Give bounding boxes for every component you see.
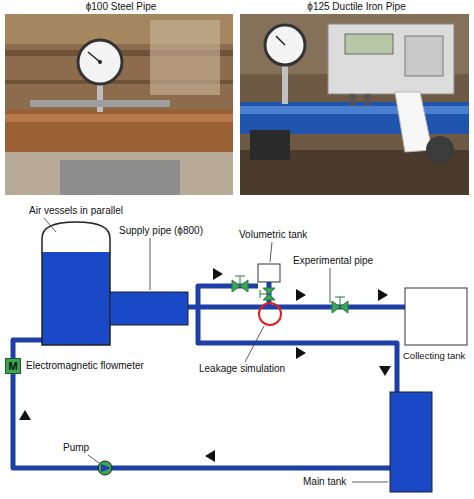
part-label: Main tank xyxy=(302,476,347,488)
photo-caption: ϕ125 Ductile Iron Pipe xyxy=(240,0,473,13)
volumetric-tank xyxy=(258,264,280,282)
flow-arrow xyxy=(19,268,391,462)
steel-pipe-photo xyxy=(5,14,233,195)
leakage-marker xyxy=(259,303,281,325)
part-label: Experimental pipe xyxy=(292,255,374,267)
photo-panel: ϕ125 Ductile Iron Pipe xyxy=(240,0,473,196)
part-label: Pump xyxy=(62,442,90,454)
collecting-tank xyxy=(405,288,467,345)
leader-line xyxy=(44,218,388,482)
part-label: Electromagnetic flowmeter xyxy=(25,360,145,372)
photo-caption: ϕ100 Steel Pipe xyxy=(5,0,237,13)
flowmeter-box: M xyxy=(5,358,21,374)
part-label: Air vessels in parallel xyxy=(28,205,124,217)
meter-symbol: M xyxy=(8,360,17,372)
part-label: Collecting tank xyxy=(402,350,466,362)
ductile-pipe-photo xyxy=(240,14,469,195)
main-tank xyxy=(390,392,432,492)
part-label: Volumetric tank xyxy=(238,229,308,241)
part-label: Supply pipe (ϕ800) xyxy=(118,225,204,237)
air-vessel xyxy=(42,222,110,345)
photo-panel: ϕ100 Steel Pipe xyxy=(5,0,237,196)
valve-symbol xyxy=(232,276,348,313)
part-label: Leakage simulation xyxy=(198,363,286,375)
pump-symbol xyxy=(98,461,112,475)
supply-pipe xyxy=(110,292,188,325)
